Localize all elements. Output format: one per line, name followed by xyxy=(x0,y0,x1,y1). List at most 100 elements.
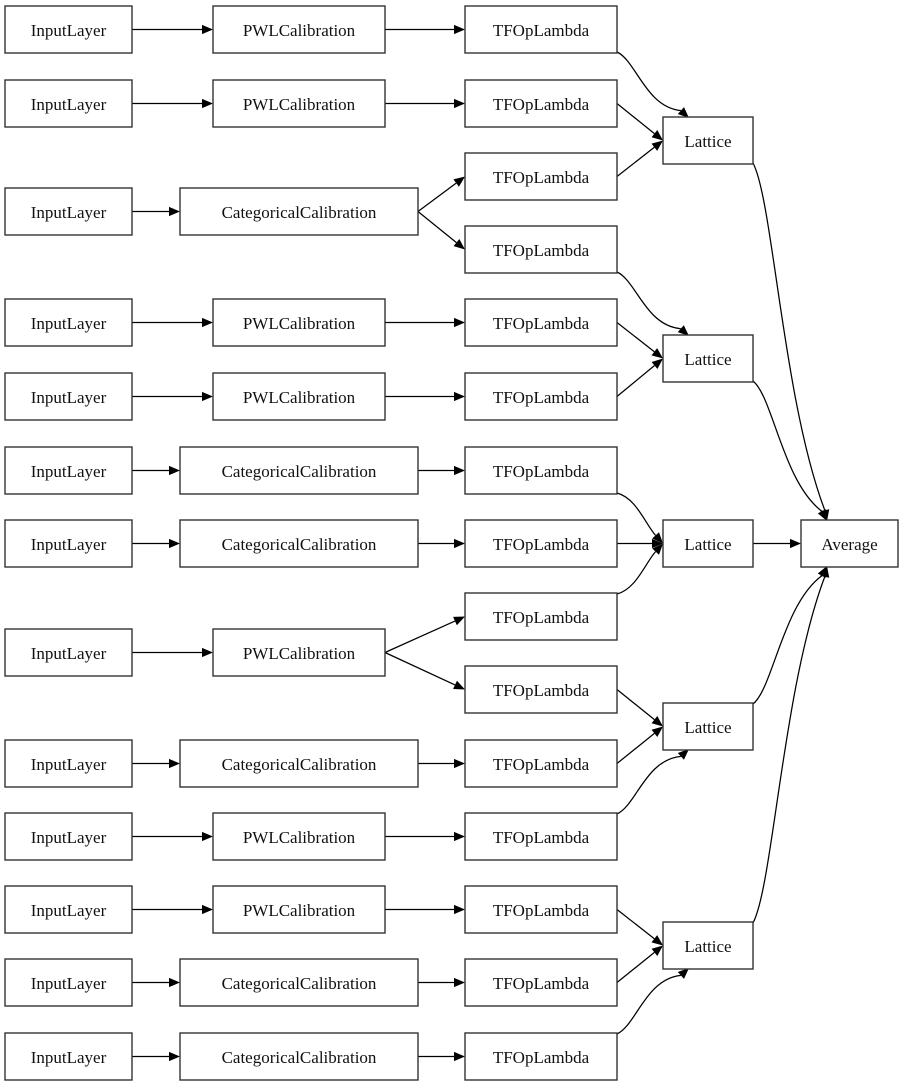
node-box[interactable] xyxy=(662,334,754,383)
node-tfop-lambda-op13[interactable]: TFOpLambda xyxy=(464,958,618,1007)
node-box[interactable] xyxy=(4,812,133,861)
node-input-layer-in8[interactable]: InputLayer xyxy=(4,739,133,788)
node-box[interactable] xyxy=(4,187,133,236)
node-categorical-calibration-cal8[interactable]: CategoricalCalibration xyxy=(179,739,419,788)
node-box[interactable] xyxy=(179,958,419,1007)
node-box[interactable] xyxy=(212,812,386,861)
node-input-layer-in5[interactable]: InputLayer xyxy=(4,446,133,495)
node-tfop-lambda-op9[interactable]: TFOpLambda xyxy=(464,665,618,714)
node-box[interactable] xyxy=(4,519,133,568)
node-box[interactable] xyxy=(464,372,618,421)
node-tfop-lambda-op2[interactable]: TFOpLambda xyxy=(464,152,618,201)
node-pwlcalibration-cal0[interactable]: PWLCalibration xyxy=(212,5,386,54)
node-tfop-lambda-op3[interactable]: TFOpLambda xyxy=(464,225,618,274)
node-tfop-lambda-op8[interactable]: TFOpLambda xyxy=(464,592,618,641)
node-box[interactable] xyxy=(179,1032,419,1081)
node-tfop-lambda-op12[interactable]: TFOpLambda xyxy=(464,885,618,934)
node-lattice-lat4[interactable]: Lattice xyxy=(662,921,754,970)
node-box[interactable] xyxy=(179,187,419,236)
node-input-layer-in10[interactable]: InputLayer xyxy=(4,885,133,934)
node-box[interactable] xyxy=(4,79,133,128)
node-input-layer-in12[interactable]: InputLayer xyxy=(4,1032,133,1081)
node-pwlcalibration-cal10[interactable]: PWLCalibration xyxy=(212,885,386,934)
node-box[interactable] xyxy=(179,446,419,495)
node-box[interactable] xyxy=(662,921,754,970)
node-tfop-lambda-op10[interactable]: TFOpLambda xyxy=(464,739,618,788)
node-pwlcalibration-cal9[interactable]: PWLCalibration xyxy=(212,812,386,861)
node-box[interactable] xyxy=(464,446,618,495)
node-box[interactable] xyxy=(4,5,133,54)
node-lattice-lat2[interactable]: Lattice xyxy=(662,519,754,568)
node-input-layer-in4[interactable]: InputLayer xyxy=(4,372,133,421)
node-pwlcalibration-cal4[interactable]: PWLCalibration xyxy=(212,372,386,421)
node-lattice-lat1[interactable]: Lattice xyxy=(662,334,754,383)
node-pwlcalibration-cal1[interactable]: PWLCalibration xyxy=(212,79,386,128)
arrowhead-icon xyxy=(651,130,663,141)
node-input-layer-in2[interactable]: InputLayer xyxy=(4,187,133,236)
node-box[interactable] xyxy=(4,885,133,934)
node-tfop-lambda-op14[interactable]: TFOpLambda xyxy=(464,1032,618,1081)
node-box[interactable] xyxy=(464,958,618,1007)
node-tfop-lambda-op1[interactable]: TFOpLambda xyxy=(464,79,618,128)
node-box[interactable] xyxy=(179,519,419,568)
node-categorical-calibration-cal12[interactable]: CategoricalCalibration xyxy=(179,1032,419,1081)
node-lattice-lat3[interactable]: Lattice xyxy=(662,702,754,751)
node-box[interactable] xyxy=(4,739,133,788)
node-input-layer-in0[interactable]: InputLayer xyxy=(4,5,133,54)
node-box[interactable] xyxy=(212,5,386,54)
node-box[interactable] xyxy=(4,372,133,421)
node-box[interactable] xyxy=(464,152,618,201)
node-tfop-lambda-op11[interactable]: TFOpLambda xyxy=(464,812,618,861)
node-lattice-lat0[interactable]: Lattice xyxy=(662,116,754,165)
node-tfop-lambda-op4[interactable]: TFOpLambda xyxy=(464,298,618,347)
node-input-layer-in1[interactable]: InputLayer xyxy=(4,79,133,128)
arrowhead-icon xyxy=(453,616,465,626)
node-box[interactable] xyxy=(464,1032,618,1081)
node-categorical-calibration-cal5[interactable]: CategoricalCalibration xyxy=(179,446,419,495)
node-categorical-calibration-cal2[interactable]: CategoricalCalibration xyxy=(179,187,419,236)
node-box[interactable] xyxy=(464,665,618,714)
node-label: TFOpLambda xyxy=(493,241,590,260)
node-box[interactable] xyxy=(464,225,618,274)
node-box[interactable] xyxy=(4,298,133,347)
node-box[interactable] xyxy=(464,592,618,641)
node-box[interactable] xyxy=(464,739,618,788)
node-tfop-lambda-op0[interactable]: TFOpLambda xyxy=(464,5,618,54)
node-label: PWLCalibration xyxy=(243,95,356,114)
node-input-layer-in9[interactable]: InputLayer xyxy=(4,812,133,861)
node-box[interactable] xyxy=(212,885,386,934)
node-box[interactable] xyxy=(4,958,133,1007)
node-box[interactable] xyxy=(4,628,133,677)
node-box[interactable] xyxy=(4,1032,133,1081)
node-categorical-calibration-cal6[interactable]: CategoricalCalibration xyxy=(179,519,419,568)
node-input-layer-in7[interactable]: InputLayer xyxy=(4,628,133,677)
node-box[interactable] xyxy=(662,116,754,165)
node-input-layer-in11[interactable]: InputLayer xyxy=(4,958,133,1007)
node-box[interactable] xyxy=(800,519,899,568)
node-box[interactable] xyxy=(212,79,386,128)
node-tfop-lambda-op7[interactable]: TFOpLambda xyxy=(464,519,618,568)
node-pwlcalibration-cal3[interactable]: PWLCalibration xyxy=(212,298,386,347)
node-box[interactable] xyxy=(179,739,419,788)
node-tfop-lambda-op6[interactable]: TFOpLambda xyxy=(464,446,618,495)
node-box[interactable] xyxy=(464,812,618,861)
node-categorical-calibration-cal11[interactable]: CategoricalCalibration xyxy=(179,958,419,1007)
node-box[interactable] xyxy=(662,702,754,751)
node-box[interactable] xyxy=(212,298,386,347)
node-box[interactable] xyxy=(212,628,386,677)
node-input-layer-in3[interactable]: InputLayer xyxy=(4,298,133,347)
node-tfop-lambda-op5[interactable]: TFOpLambda xyxy=(464,372,618,421)
node-box[interactable] xyxy=(464,298,618,347)
edge-op2-to-lat0 xyxy=(616,146,655,177)
node-box[interactable] xyxy=(464,5,618,54)
node-box[interactable] xyxy=(662,519,754,568)
node-box[interactable] xyxy=(464,79,618,128)
node-box[interactable] xyxy=(464,885,618,934)
node-box[interactable] xyxy=(212,372,386,421)
node-box[interactable] xyxy=(4,446,133,495)
node-box[interactable] xyxy=(464,519,618,568)
node-input-layer-in6[interactable]: InputLayer xyxy=(4,519,133,568)
node-pwlcalibration-cal7[interactable]: PWLCalibration xyxy=(212,628,386,677)
node-label: TFOpLambda xyxy=(493,608,590,627)
node-average-avg[interactable]: Average xyxy=(800,519,899,568)
